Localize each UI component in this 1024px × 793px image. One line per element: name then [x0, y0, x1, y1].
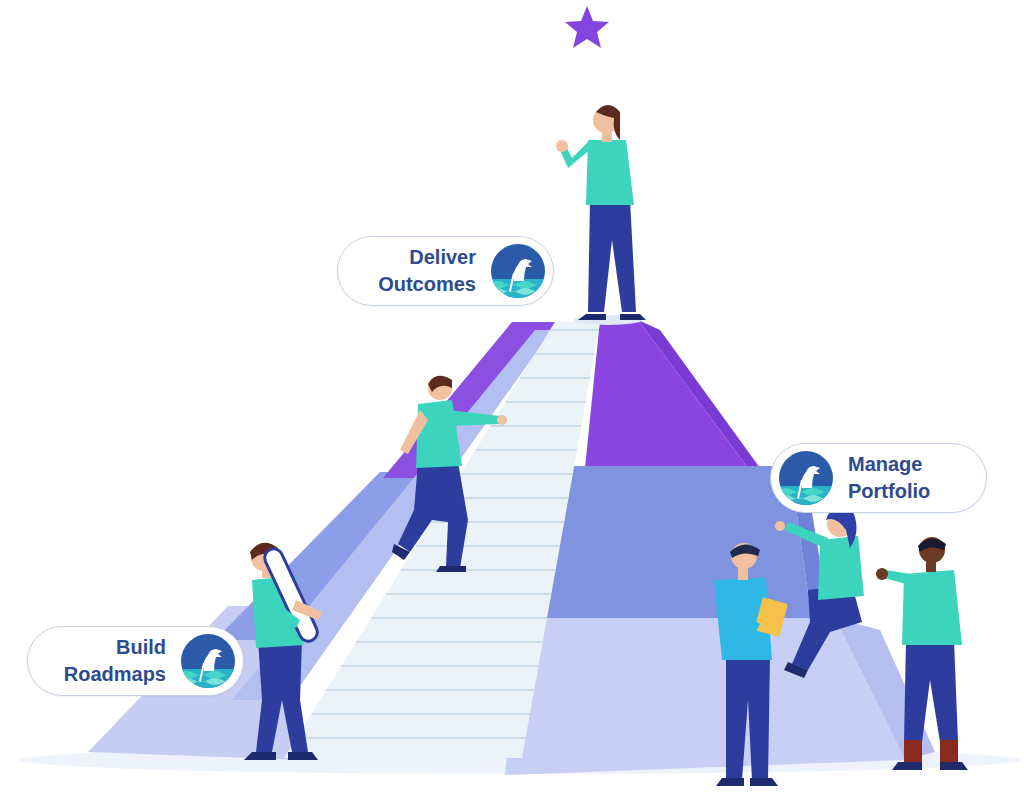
stair-step — [401, 569, 556, 571]
stair-step — [416, 545, 560, 547]
person-top — [556, 105, 646, 325]
stair-step — [386, 593, 551, 595]
person-climbing — [392, 376, 507, 572]
stair-step — [505, 401, 585, 403]
label-pill: Deliver Outcomes — [337, 236, 554, 306]
stair-step — [311, 713, 530, 715]
stair-step — [490, 425, 581, 427]
stair-step — [341, 665, 538, 667]
staircase — [284, 322, 600, 758]
logo-holder — [778, 450, 834, 506]
stair-step — [520, 377, 590, 379]
stair-step — [296, 737, 525, 739]
goal-star — [565, 6, 609, 48]
stair-step — [356, 641, 543, 643]
person-talking — [876, 537, 968, 770]
logo-holder — [180, 633, 236, 689]
stair-step — [550, 329, 599, 331]
stair-step — [535, 353, 594, 355]
person-sitting — [775, 507, 864, 678]
logo-icon — [180, 633, 236, 689]
logo-icon — [490, 243, 546, 299]
logo-holder — [490, 243, 546, 299]
stair-step — [326, 689, 534, 691]
person-roadmap — [244, 543, 322, 760]
label-pill: Manage Portfolio — [770, 443, 987, 513]
stair-step — [371, 617, 547, 619]
label-pill: Build Roadmaps — [27, 626, 244, 696]
stair-steps — [296, 330, 598, 738]
stair-step — [475, 449, 577, 451]
tier-top-right-face — [638, 320, 760, 468]
pill-label: Build Roadmaps — [54, 634, 166, 688]
person-tablet — [714, 543, 788, 786]
stair-step — [461, 473, 573, 475]
pill-label: Manage Portfolio — [848, 451, 960, 505]
tier-bottom-right — [505, 618, 905, 775]
pill-label: Deliver Outcomes — [364, 244, 476, 298]
logo-icon — [778, 450, 834, 506]
